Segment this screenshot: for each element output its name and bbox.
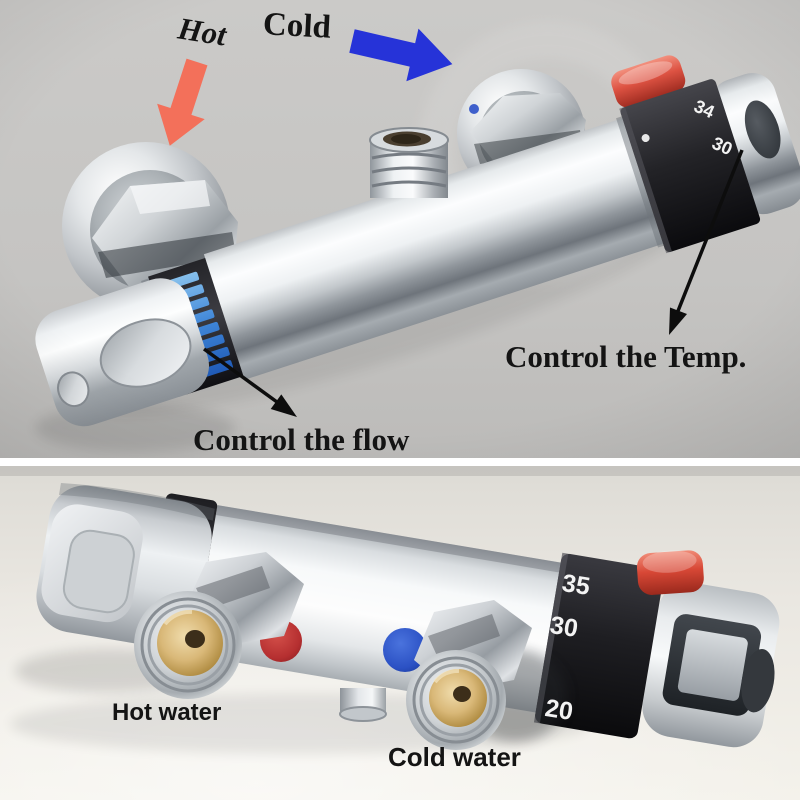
flow-knob-bottom [36,482,215,648]
outlet-stub [339,688,387,722]
hot-water-label: Hot water [112,699,222,726]
top-photo-illustration [0,0,800,458]
hot-label: Hot [175,10,229,53]
hot-inlet-connector [134,552,304,699]
photo-top-edge-shade [0,466,800,476]
bottom-photo-illustration [0,466,800,800]
flow-caption: Control the flow [193,422,410,457]
temp-dial-number: 35 [560,569,592,602]
temp-caption: Control the Temp. [505,339,747,374]
end-cap-inner [677,629,748,701]
temp-dial-number: 30 [548,611,580,644]
photo-top-wall-mounted-view: Hot Cold Control the Temp. Control the f… [0,0,800,458]
safety-button-bottom [636,550,704,595]
end-cap-side-oval [741,649,775,713]
temp-dial-number: 20 [543,694,575,727]
cold-label: Cold [262,6,332,46]
photo-bottom-underside-view: Hot water Cold water 35 30 20 [0,466,800,800]
cold-dot-small [469,104,479,114]
cold-inlet-connector [406,600,532,750]
cold-water-label: Cold water [388,742,521,772]
outlet-port [369,127,449,198]
